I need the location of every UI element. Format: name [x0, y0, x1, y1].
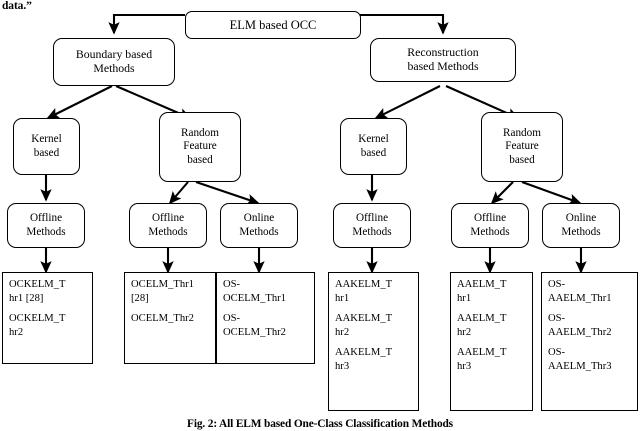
top-text-fragment: data.” — [2, 0, 32, 12]
leaf-entry-line2: AAELM_Thr1 — [548, 292, 612, 304]
node-label-line3: based — [187, 153, 213, 166]
leaf-entry: AAELM_T hr2 — [457, 312, 532, 339]
node-reconstruction-based-methods[interactable]: Reconstruction based Methods — [370, 38, 516, 82]
leaf-entry-line1: OS- — [548, 347, 566, 359]
node-random-feature-based-left[interactable]: Random Feature based — [159, 112, 241, 182]
leaf-box-aakelm[interactable]: AAKELM_T hr1 AAKELM_T hr2 AAKELM_T hr3 — [328, 272, 419, 411]
node-label-line1: Offline — [151, 212, 185, 225]
leaf-entry-line1: OCKELM_T — [9, 313, 66, 325]
node-label-line1: Offline — [29, 212, 63, 225]
node-label-line2: based — [360, 146, 387, 159]
node-offline-methods-1[interactable]: Offline Methods — [7, 203, 85, 248]
node-label: ELM based OCC — [229, 17, 317, 32]
leaf-entry-line2: OCELM_Thr1 — [223, 292, 286, 304]
node-label-line1: Kernel — [358, 133, 389, 146]
leaf-entry: OS- OCELM_Thr1 — [223, 278, 314, 305]
leaf-entry-line1: OS- — [548, 279, 566, 290]
figure-caption: Fig. 2: All ELM based One-Class Classifi… — [187, 418, 453, 430]
leaf-box-ocelm[interactable]: OCELM_Thr1 [28] OCELM_Thr2 — [124, 272, 216, 364]
leaf-entry-line2: OCELM_Thr2 — [223, 326, 286, 338]
node-label-line2: Feature — [505, 140, 539, 153]
leaf-entry: OCELM_Thr1 [28] — [131, 278, 215, 305]
leaf-entry-line2: AAELM_Thr3 — [548, 360, 612, 372]
node-label-line1: Random — [503, 127, 541, 140]
leaf-entry: OS- AAELM_Thr2 — [548, 312, 637, 339]
leaf-entry: OCKELM_T hr2 — [9, 312, 92, 339]
node-offline-methods-2[interactable]: Offline Methods — [129, 203, 207, 248]
leaf-entry: OS- OCELM_Thr2 — [223, 312, 314, 339]
leaf-entry-line2: [28] — [131, 292, 149, 304]
node-label-line2: based Methods — [407, 59, 479, 73]
leaf-box-os-aaelm[interactable]: OS- AAELM_Thr1 OS- AAELM_Thr2 OS- AAELM_… — [541, 272, 638, 411]
leaf-entry-line1: OCELM_Thr2 — [131, 313, 194, 325]
leaf-entry-line1: OS- — [548, 313, 566, 325]
node-kernel-based-right[interactable]: Kernel based — [340, 118, 407, 175]
node-label-line2: Methods — [561, 225, 601, 238]
leaf-box-ockelm[interactable]: OCKELM_T hr1 [28] OCKELM_T hr2 — [2, 272, 93, 364]
leaf-entry-line2: hr2 — [457, 326, 472, 338]
node-label-line2: Methods — [26, 225, 66, 238]
node-label-line1: Kernel — [31, 133, 62, 146]
node-label-line2: based — [33, 146, 60, 159]
node-boundary-based-methods[interactable]: Boundary based Methods — [53, 38, 175, 86]
leaf-entry-line2: hr1 [28] — [9, 292, 44, 304]
leaf-entry: OS- AAELM_Thr1 — [548, 278, 637, 305]
leaf-entry: OCKELM_T hr1 [28] — [9, 278, 92, 305]
leaf-entry-line1: OS- — [223, 279, 241, 290]
node-label-line2: Methods — [352, 225, 392, 238]
leaf-entry: OS- AAELM_Thr3 — [548, 346, 637, 373]
leaf-box-aaelm[interactable]: AAELM_T hr1 AAELM_T hr2 AAELM_T hr3 — [450, 272, 533, 411]
leaf-entry: AAKELM_T hr3 — [335, 346, 418, 373]
node-label-line3: based — [509, 153, 535, 166]
leaf-entry-line1: AAELM_T — [457, 347, 507, 359]
node-label-line2: Methods — [239, 225, 279, 238]
leaf-entry-line1: AAKELM_T — [335, 279, 393, 290]
leaf-box-os-ocelm[interactable]: OS- OCELM_Thr1 OS- OCELM_Thr2 — [216, 272, 315, 364]
leaf-entry: AAELM_T hr1 — [457, 278, 532, 305]
leaf-entry-line1: AAKELM_T — [335, 347, 393, 359]
leaf-entry-line2: AAELM_Thr2 — [548, 326, 612, 338]
node-label-line2: Methods — [470, 225, 510, 238]
leaf-entry-line2: hr3 — [457, 360, 472, 372]
node-online-methods-1[interactable]: Online Methods — [220, 203, 298, 248]
node-label-line2: Methods — [93, 61, 135, 75]
leaf-entry: OCELM_Thr2 — [131, 312, 215, 326]
node-online-methods-2[interactable]: Online Methods — [542, 203, 620, 248]
leaf-entry-line2: hr2 — [335, 326, 350, 338]
node-offline-methods-4[interactable]: Offline Methods — [451, 203, 529, 248]
leaf-entry-line1: AAELM_T — [457, 279, 507, 290]
node-label-line1: Offline — [473, 212, 507, 225]
node-label-line1: Offline — [355, 212, 389, 225]
leaf-entry-line2: hr1 — [335, 292, 350, 304]
node-label-line1: Reconstruction — [407, 45, 479, 60]
leaf-entry-line1: OCKELM_T — [9, 279, 66, 290]
node-random-feature-based-right[interactable]: Random Feature based — [481, 112, 563, 182]
node-label-line2: Methods — [148, 225, 188, 238]
leaf-entry-line2: hr1 — [457, 292, 472, 304]
leaf-entry-line1: AAKELM_T — [335, 313, 393, 325]
node-kernel-based-left[interactable]: Kernel based — [13, 118, 80, 175]
node-elm-based-occ[interactable]: ELM based OCC — [185, 11, 361, 39]
node-label-line1: Random — [181, 127, 219, 140]
leaf-entry-line2: hr3 — [335, 360, 350, 372]
leaf-entry-line1: AAELM_T — [457, 313, 507, 325]
node-offline-methods-3[interactable]: Offline Methods — [333, 203, 411, 248]
leaf-entry: AAKELM_T hr1 — [335, 278, 418, 305]
leaf-entry-line2: hr2 — [9, 326, 24, 338]
leaf-entry: AAELM_T hr3 — [457, 346, 532, 373]
node-label-line1: Online — [243, 212, 275, 225]
leaf-entry: AAKELM_T hr2 — [335, 312, 418, 339]
node-label-line1: Boundary based — [75, 47, 153, 62]
leaf-entry-line1: OCELM_Thr1 — [131, 279, 194, 290]
node-label-line1: Online — [565, 212, 597, 225]
leaf-entry-line1: OS- — [223, 313, 241, 325]
node-label-line2: Feature — [183, 140, 217, 153]
